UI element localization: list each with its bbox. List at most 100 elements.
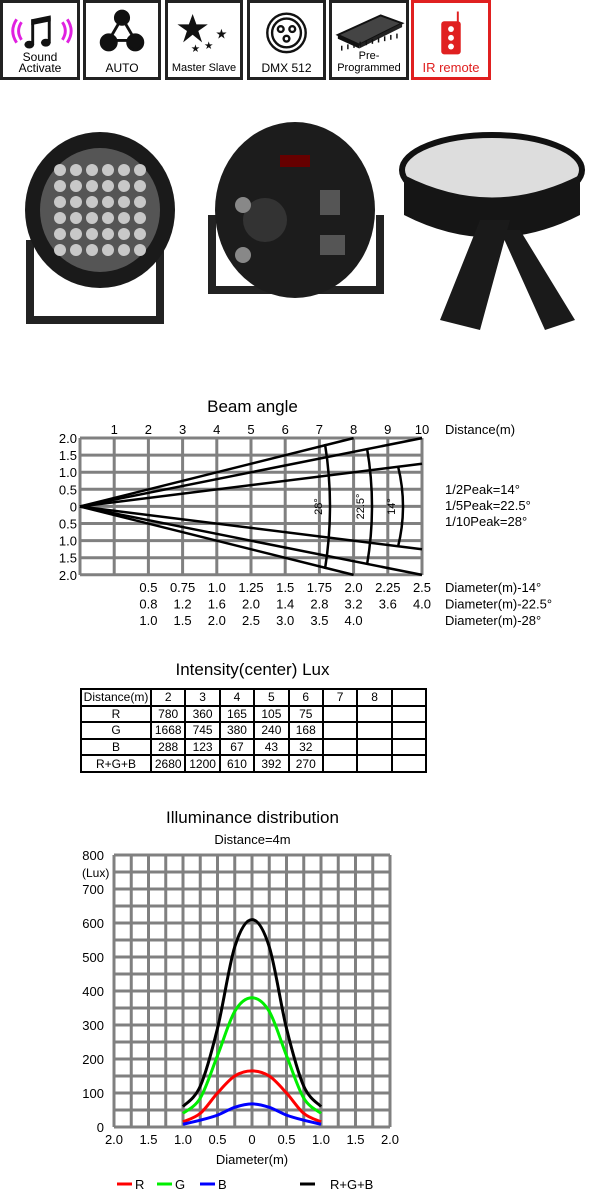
intensity-title: Intensity(center) Lux xyxy=(175,660,330,679)
y-tick-label: 400 xyxy=(82,984,104,999)
value-cell: 610 xyxy=(218,754,256,773)
x-tick-label: 2.0 xyxy=(105,1132,123,1147)
series-line-b xyxy=(182,1102,322,1126)
x-tick-label: 6 xyxy=(282,422,289,437)
x-axis-label: Distance(m) xyxy=(445,422,515,437)
feature-sound-activate: Sound Activate xyxy=(0,0,80,80)
feature-label: Sound Activate xyxy=(18,50,62,75)
diameter-value: 1.4 xyxy=(276,597,294,612)
diameter-value: 3.2 xyxy=(345,597,363,612)
legend-label: R xyxy=(135,1177,144,1192)
legend-label: G xyxy=(175,1177,185,1192)
series-line-g xyxy=(182,996,322,1115)
feature-label: IR remote xyxy=(422,60,480,75)
x-tick-label: 3 xyxy=(179,422,186,437)
y-tick-label: 600 xyxy=(82,916,104,931)
feature-label: Pre-Programmed xyxy=(337,50,401,74)
diameter-value: 3.0 xyxy=(276,613,294,628)
diameter-value: 1.6 xyxy=(208,597,226,612)
x-tick-label: 5 xyxy=(247,422,254,437)
music-note-sound-waves-icon xyxy=(11,15,73,49)
value-cell xyxy=(356,754,393,773)
x-tick-label: 0 xyxy=(248,1132,255,1147)
diameter-value: 1.2 xyxy=(174,597,192,612)
diameter-value: 2.0 xyxy=(208,613,226,628)
diameter-value: 1.5 xyxy=(174,613,192,628)
front-view-photo xyxy=(25,132,175,324)
diameter-value: 2.8 xyxy=(310,597,328,612)
beam-line xyxy=(79,505,423,577)
beam-line xyxy=(79,505,354,577)
beam-peak-label: 1/10Peak=28° xyxy=(445,514,527,529)
x-tick-label: 2 xyxy=(145,422,152,437)
diameter-row-label: Diameter(m)-28° xyxy=(445,613,541,628)
value-cell: 2680 xyxy=(149,754,187,773)
diameter-value: 1.0 xyxy=(139,613,157,628)
illuminance-subtitle: Distance=4m xyxy=(214,832,291,847)
beam-peak-label: 1/2Peak=14° xyxy=(445,482,520,497)
y-tick-label: 2.0 xyxy=(59,568,77,583)
diameter-value: 2.0 xyxy=(242,597,260,612)
diameter-value: 2.5 xyxy=(413,580,431,595)
feature-label: Master Slave xyxy=(171,62,237,74)
beam-angle-label: 14° xyxy=(386,498,398,515)
value-cell: 392 xyxy=(253,754,290,773)
diameter-value: 2.0 xyxy=(345,580,363,595)
legend-label: B xyxy=(218,1177,227,1192)
beam-peak-label: 1/5Peak=22.5° xyxy=(445,498,531,513)
stars-icon: ★★★ xyxy=(177,13,227,55)
y-tick-label: 2.0 xyxy=(59,431,77,446)
x-tick-label: 0.5 xyxy=(208,1132,226,1147)
diameter-value: 3.6 xyxy=(379,597,397,612)
illuminance-title: Illuminance distribution xyxy=(166,808,339,827)
y-tick-label: 0 xyxy=(97,1120,104,1135)
diameter-value: 2.5 xyxy=(242,613,260,628)
x-tick-label: 1.0 xyxy=(312,1132,330,1147)
legend-label: R+G+B xyxy=(330,1177,373,1192)
value-cell: 270 xyxy=(287,754,324,773)
feature-auto: AUTO xyxy=(83,0,161,80)
y-tick-label: 500 xyxy=(82,950,104,965)
diameter-row-label: Diameter(m)-22.5° xyxy=(445,597,552,612)
diameter-value: 0.5 xyxy=(139,580,157,595)
diameter-value: 4.0 xyxy=(413,597,431,612)
row-label-cell: R+G+B xyxy=(80,754,152,773)
x-tick-label: 10 xyxy=(415,422,429,437)
beam-line xyxy=(79,505,423,551)
x-tick-label: 2.0 xyxy=(381,1132,399,1147)
x-tick-label: 9 xyxy=(384,422,391,437)
diameter-value: 0.8 xyxy=(139,597,157,612)
x-tick-label: 1.5 xyxy=(346,1132,364,1147)
feature-dmx-512: DMX 512 xyxy=(247,0,326,80)
diameter-row-label: Diameter(m)-14° xyxy=(445,580,541,595)
x-tick-label: 1 xyxy=(111,422,118,437)
series-line-r xyxy=(182,1069,322,1124)
y-tick-label: 1.0 xyxy=(59,534,77,549)
y-tick-label: 0.5 xyxy=(59,482,77,497)
value-cell: 1200 xyxy=(184,754,221,773)
beam-line xyxy=(79,462,423,508)
diameter-value: 1.75 xyxy=(307,580,332,595)
feature-label: DMX 512 xyxy=(261,61,312,75)
y-tick-label: 200 xyxy=(82,1052,104,1067)
diameter-value: 1.5 xyxy=(276,580,294,595)
x-tick-label: 0.5 xyxy=(277,1132,295,1147)
diameter-value: 1.0 xyxy=(208,580,226,595)
beam-angle-label: 28° xyxy=(313,498,325,515)
feature-label: AUTO xyxy=(105,61,139,75)
x-tick-label: 7 xyxy=(316,422,323,437)
y-tick-label: 1.5 xyxy=(59,551,77,566)
remote-control-icon xyxy=(441,11,461,55)
product-photos xyxy=(25,122,585,330)
x-tick-label: 1.0 xyxy=(174,1132,192,1147)
series-line-rgb xyxy=(181,918,323,1108)
feature-pre-programmed: Pre-Programmed xyxy=(329,0,409,80)
beam-arc xyxy=(323,443,332,570)
x-tick-label: 1.5 xyxy=(139,1132,157,1147)
diameter-value: 1.25 xyxy=(238,580,263,595)
y-tick-label: 1.0 xyxy=(59,465,77,480)
auto-nodes-icon xyxy=(99,9,145,52)
